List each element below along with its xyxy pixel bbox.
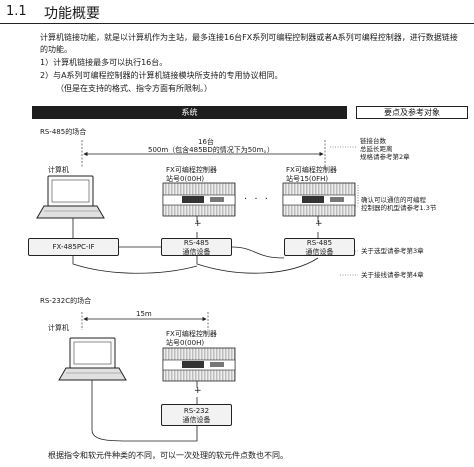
plus-sign-1: + — [194, 219, 202, 229]
plc-unit-1 — [162, 182, 236, 217]
note-model-check-1: 确认可以通信的可编程 — [361, 196, 426, 204]
note-spec-ref: 规格请参考第2章 — [360, 153, 410, 161]
reference-leaders — [330, 146, 359, 276]
comm-device-1-line1: RS-485 — [183, 239, 210, 247]
rs232-comm-device-line1: RS-232 — [183, 407, 210, 415]
rs485-count-label: 16台 — [198, 138, 214, 146]
intro-item-2: 2）与A系列可编程控制器的计算机链接模块所支持的专用协议相同。 — [40, 71, 283, 80]
note-wiring-ref: 关于接线请参考第4章 — [361, 271, 424, 279]
reference-bar: 要点及参考对象 — [356, 106, 468, 119]
rs232-distance-label: 15m — [136, 310, 152, 318]
note-selection-ref: 关于选型请参考第3章 — [361, 247, 424, 255]
rs232-section-label: RS-232C的场合 — [40, 297, 92, 305]
note-total-distance: 总延长距离 — [360, 145, 393, 153]
rs485-section-label: RS-485的场合 — [40, 128, 87, 136]
plc-unit-rs232 — [162, 347, 236, 382]
footer-note: 根据指令和软元件种类的不同，可以一次处理的软元件点数也不同。 — [48, 451, 288, 460]
comm-device-2: RS-485 通信设备 — [284, 238, 355, 256]
computer-icon — [36, 175, 105, 219]
comm-device-2-line1: RS-485 — [306, 239, 333, 247]
plc2-title: FX可编程控制器 — [286, 166, 337, 174]
plc-unit-2 — [282, 182, 356, 217]
plus-sign-rs232: + — [194, 386, 202, 396]
plc1-station: 站号0(00H) — [166, 175, 205, 183]
rs485-distance-label: 500m（包含485BD的情况下为50m。） — [148, 146, 274, 154]
intro-item-2-note: （但是在支持的格式、指令方面有所限制。） — [56, 84, 212, 93]
comm-device-1-line2: 通信设备 — [182, 248, 211, 256]
computer-icon-rs232 — [58, 337, 127, 381]
plus-sign-2: + — [315, 219, 323, 229]
rs232-dimension — [81, 312, 209, 330]
header-rule — [0, 23, 474, 24]
rs232-comm-device-line2: 通信设备 — [182, 416, 211, 424]
rs232-comm-device: RS-232 通信设备 — [161, 404, 232, 426]
intro-line-2: 的功能。 — [40, 45, 72, 54]
comm-device-2-line2: 通信设备 — [305, 248, 334, 256]
plc2-station: 站号15(0FH) — [286, 175, 329, 183]
intro-line-1: 计算机链接功能，就是以计算机作为主站，最多连接16台FX系列可编程控制器或者A系… — [40, 33, 458, 42]
plc1-title: FX可编程控制器 — [166, 166, 217, 174]
converter-box: FX-485PC-IF — [28, 238, 119, 256]
system-bar: 系统 — [32, 106, 347, 119]
rs485-wiring — [72, 216, 319, 274]
note-link-count: 链接台数 — [360, 137, 386, 145]
plc-ellipsis: · · · — [244, 194, 270, 205]
section-number: 1.1 — [6, 4, 27, 19]
rs232-plc-station: 站号0(00H) — [166, 339, 205, 347]
note-model-check-2: 控制器的机型请参考1.3节 — [361, 204, 437, 212]
rs485-dimension — [81, 140, 326, 168]
rs232-wiring — [91, 380, 198, 442]
rs232-computer-label: 计算机 — [48, 324, 69, 332]
rs485-computer-label: 计算机 — [48, 166, 69, 174]
intro-item-1: 1）计算机链接最多可以执行16台。 — [40, 58, 168, 67]
comm-device-1: RS-485 通信设备 — [161, 238, 232, 256]
rs232-plc-title: FX可编程控制器 — [166, 330, 217, 338]
section-title: 功能概要 — [44, 6, 100, 22]
